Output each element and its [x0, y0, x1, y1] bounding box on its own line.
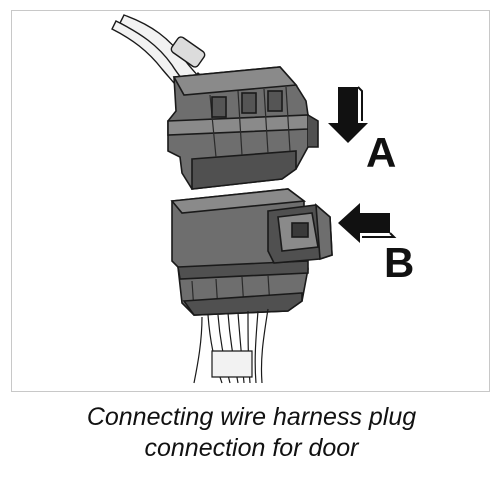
- arrow-down-icon: [328, 86, 368, 143]
- plug-upper: [167, 66, 319, 190]
- caption-line-1: Connecting wire harness plug: [86, 403, 417, 431]
- arrow-left-icon: [338, 203, 397, 243]
- diagram-frame: A B: [11, 10, 490, 392]
- figure-caption: Connecting wire harness plug connection …: [0, 402, 503, 464]
- locking-slide: [267, 203, 333, 264]
- harness-illustration: A B: [111, 14, 414, 384]
- label-a: A: [366, 129, 396, 176]
- label-b: B: [384, 239, 414, 286]
- caption-line-2: connection for door: [144, 434, 359, 462]
- lower-wire-bundle: [193, 308, 269, 384]
